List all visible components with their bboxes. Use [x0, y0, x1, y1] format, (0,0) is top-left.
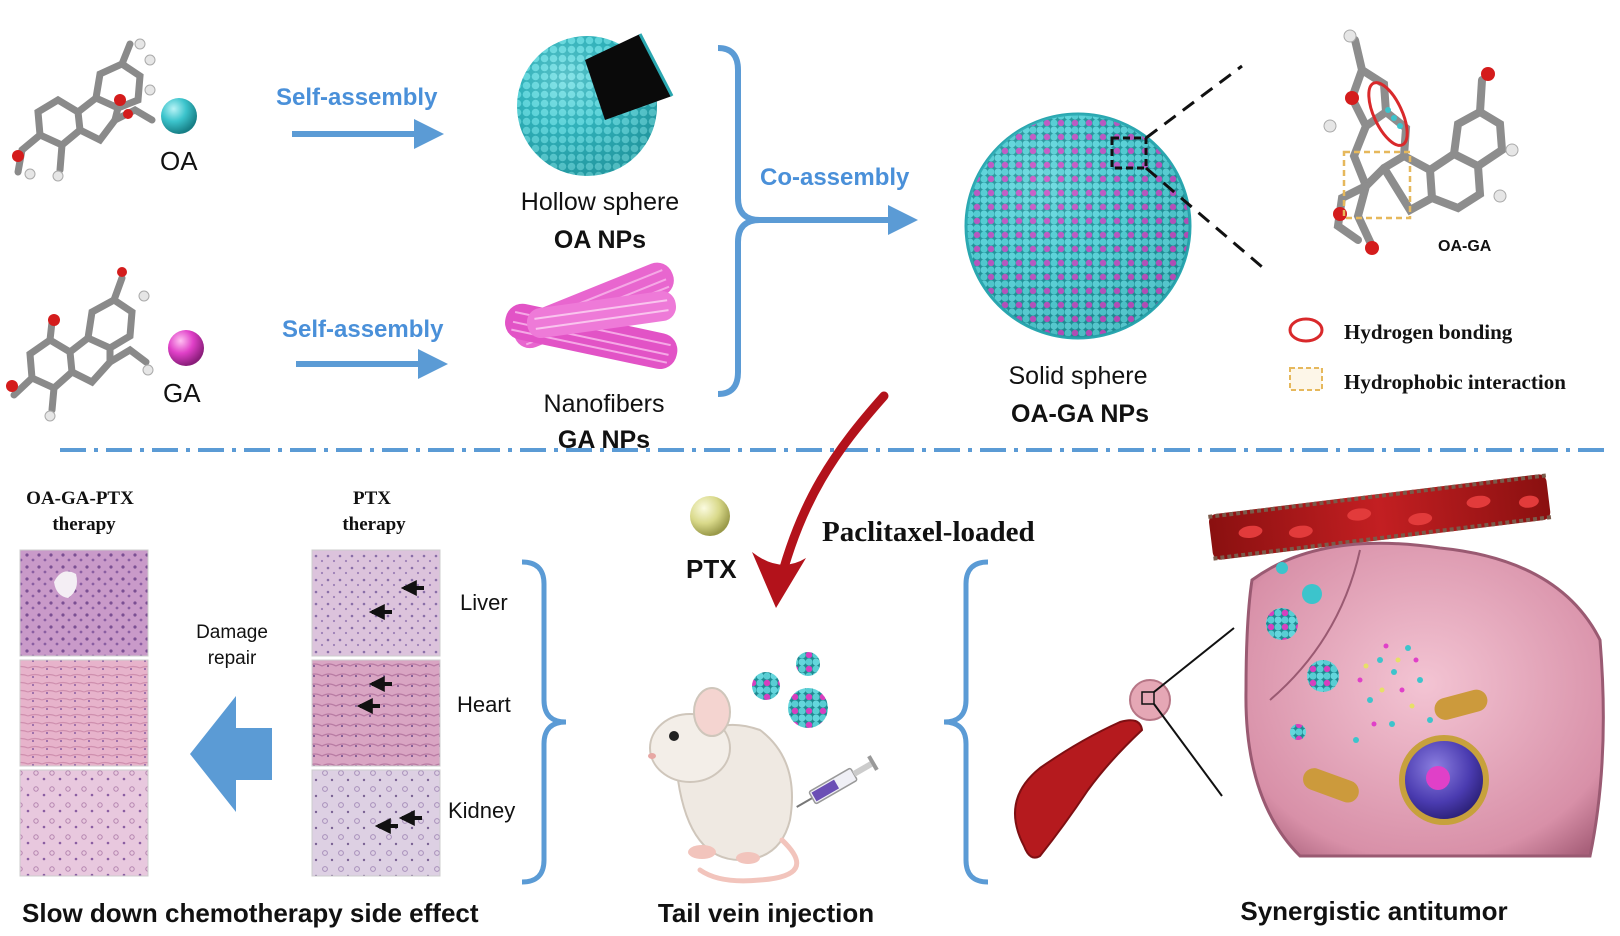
organ-bracket — [521, 559, 567, 885]
organ-illustration — [1014, 719, 1144, 859]
drug-loaded-nanoparticle-3 — [788, 688, 828, 728]
mouse-illustration — [648, 687, 800, 884]
oa-ga-ptx-therapy-label-line2: therapy — [52, 514, 116, 535]
syringe-icon — [796, 755, 879, 808]
tumor-zoom-line-1 — [1153, 627, 1235, 693]
oa-ga-ptx-therapy-label-line1: OA-GA-PTX — [26, 488, 134, 509]
hollow-sphere-nanoparticle — [517, 33, 674, 176]
legend-hydrogen-bond-icon — [1288, 317, 1324, 343]
legend-hydrogen-bond-label: Hydrogen bonding — [1344, 320, 1513, 344]
liver-label: Liver — [460, 590, 508, 615]
ptx-sphere-icon — [690, 496, 730, 536]
oa-ga-ptx-liver-vessel — [54, 571, 77, 598]
heart-label: Heart — [457, 692, 511, 717]
ptx-kidney-histology — [311, 769, 441, 877]
damage-repair-arrow — [190, 696, 272, 812]
kidney-label: Kidney — [448, 798, 516, 823]
damage-repair-label-line2: repair — [207, 648, 257, 669]
caption-tail-vein-injection: Tail vein injection — [657, 898, 875, 928]
oa-molecule-model — [14, 40, 156, 176]
ga-molecule-atoms — [6, 267, 154, 422]
tumor-bracket — [943, 559, 989, 885]
ptx-therapy-label-line1: PTX — [353, 488, 391, 509]
solid-sphere-label: Solid sphere — [1008, 362, 1148, 390]
oa-ga-complex-model — [1333, 36, 1507, 250]
ptx-heart-histology — [311, 659, 441, 767]
ptx-liver-histology — [311, 549, 441, 657]
drug-loaded-nanoparticle-2 — [796, 652, 820, 676]
tumor-zoom-box — [1141, 691, 1155, 705]
ga-sphere-icon — [168, 330, 204, 366]
ga-nps-label: GA NPs — [557, 426, 651, 454]
damage-repair-label-line1: Damage — [196, 622, 268, 643]
ptx-label: PTX — [686, 554, 737, 584]
oa-ga-ptx-liver-histology — [19, 549, 149, 657]
self-assembly-label-1: Self-assembly — [276, 84, 438, 111]
hollow-sphere-label: Hollow sphere — [520, 188, 680, 216]
lesion-indicator-arrows — [356, 580, 424, 834]
tumor-illustration — [1129, 679, 1171, 721]
oa-ga-complex-atoms — [1323, 29, 1519, 255]
ptx-therapy-label-line2: therapy — [342, 514, 406, 535]
ga-label: GA — [163, 378, 201, 408]
tumor-zoom-line-2 — [1153, 703, 1223, 797]
oa-label: OA — [160, 146, 198, 176]
hydrogen-bond-marker — [1367, 81, 1409, 147]
paclitaxel-loaded-label: Paclitaxel-loaded — [822, 516, 1035, 548]
oa-ga-ptx-heart-histology — [19, 659, 149, 767]
co-assembly-bracket — [717, 45, 761, 397]
paclitaxel-loading-arrow — [773, 391, 889, 595]
ga-molecule-model — [10, 274, 150, 414]
nanofibers-label: Nanofibers — [543, 390, 665, 418]
oa-sphere-icon — [161, 98, 197, 134]
nanofibers-illustration — [505, 262, 678, 370]
legend-hydrophobic-label: Hydrophobic interaction — [1344, 370, 1566, 394]
oa-ga-inset-label: OA-GA — [1438, 238, 1492, 255]
legend-hydrophobic-icon — [1289, 367, 1323, 391]
blood-vessel-illustration — [1208, 473, 1552, 561]
solid-sphere-nanoparticle — [964, 112, 1192, 340]
paclitaxel-loading-arrowhead — [752, 552, 806, 608]
oa-molecule-atoms — [12, 38, 156, 182]
self-assembly-label-2: Self-assembly — [282, 316, 444, 343]
zoom-line-upper — [1145, 64, 1243, 140]
released-nanoparticle-3 — [1266, 608, 1298, 640]
caption-slow-down-side-effect: Slow down chemotherapy side effect — [22, 898, 479, 928]
oa-ga-ptx-kidney-histology — [19, 769, 149, 877]
drug-loaded-nanoparticle-1 — [752, 672, 780, 700]
released-nanoparticle-2 — [1302, 584, 1322, 604]
oa-ga-nps-label: OA-GA NPs — [1011, 400, 1149, 428]
released-nanoparticle-1 — [1276, 562, 1288, 574]
oa-nps-label: OA NPs — [553, 226, 647, 254]
hydrophobic-interaction-marker — [1342, 150, 1412, 220]
tumor-cell-illustration — [1244, 541, 1605, 858]
co-assembly-label: Co-assembly — [760, 164, 910, 191]
zoom-line-lower — [1145, 166, 1269, 274]
caption-synergistic-antitumor: Synergistic antitumor — [1240, 896, 1508, 926]
